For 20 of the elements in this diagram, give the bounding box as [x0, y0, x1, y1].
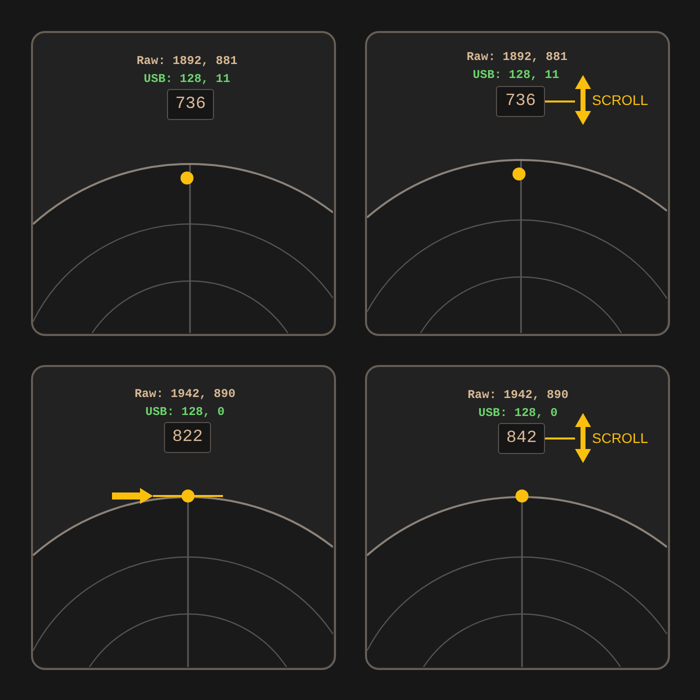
scroll-label: SCROLL: [592, 92, 648, 108]
display-panel: [31, 31, 336, 336]
raw-reading-text: Raw: 1892, 881: [136, 54, 238, 68]
display-panel: [365, 365, 670, 670]
usb-reading-text: USB: 128, 11: [472, 68, 560, 82]
scroll-label: SCROLL: [592, 430, 648, 446]
value-readout: 842: [498, 423, 545, 454]
raw-reading-text: Raw: 1942, 890: [468, 388, 568, 402]
block-arrow: [112, 488, 153, 504]
value-readout: 736: [167, 89, 214, 120]
usb-reading-text: USB: 128, 11: [144, 72, 230, 86]
raw-reading-text: Raw: 1942, 890: [134, 387, 236, 401]
level-line-dot-icon: [153, 489, 223, 503]
value-readout: 822: [164, 422, 211, 453]
display-panel: [365, 31, 670, 336]
usb-reading-text: USB: 128, 0: [145, 405, 225, 419]
display-panel: [31, 365, 336, 670]
value-readout: 736: [496, 86, 545, 117]
usb-reading-text: USB: 128, 0: [478, 406, 558, 420]
raw-reading-text: Raw: 1892, 881: [466, 50, 568, 64]
